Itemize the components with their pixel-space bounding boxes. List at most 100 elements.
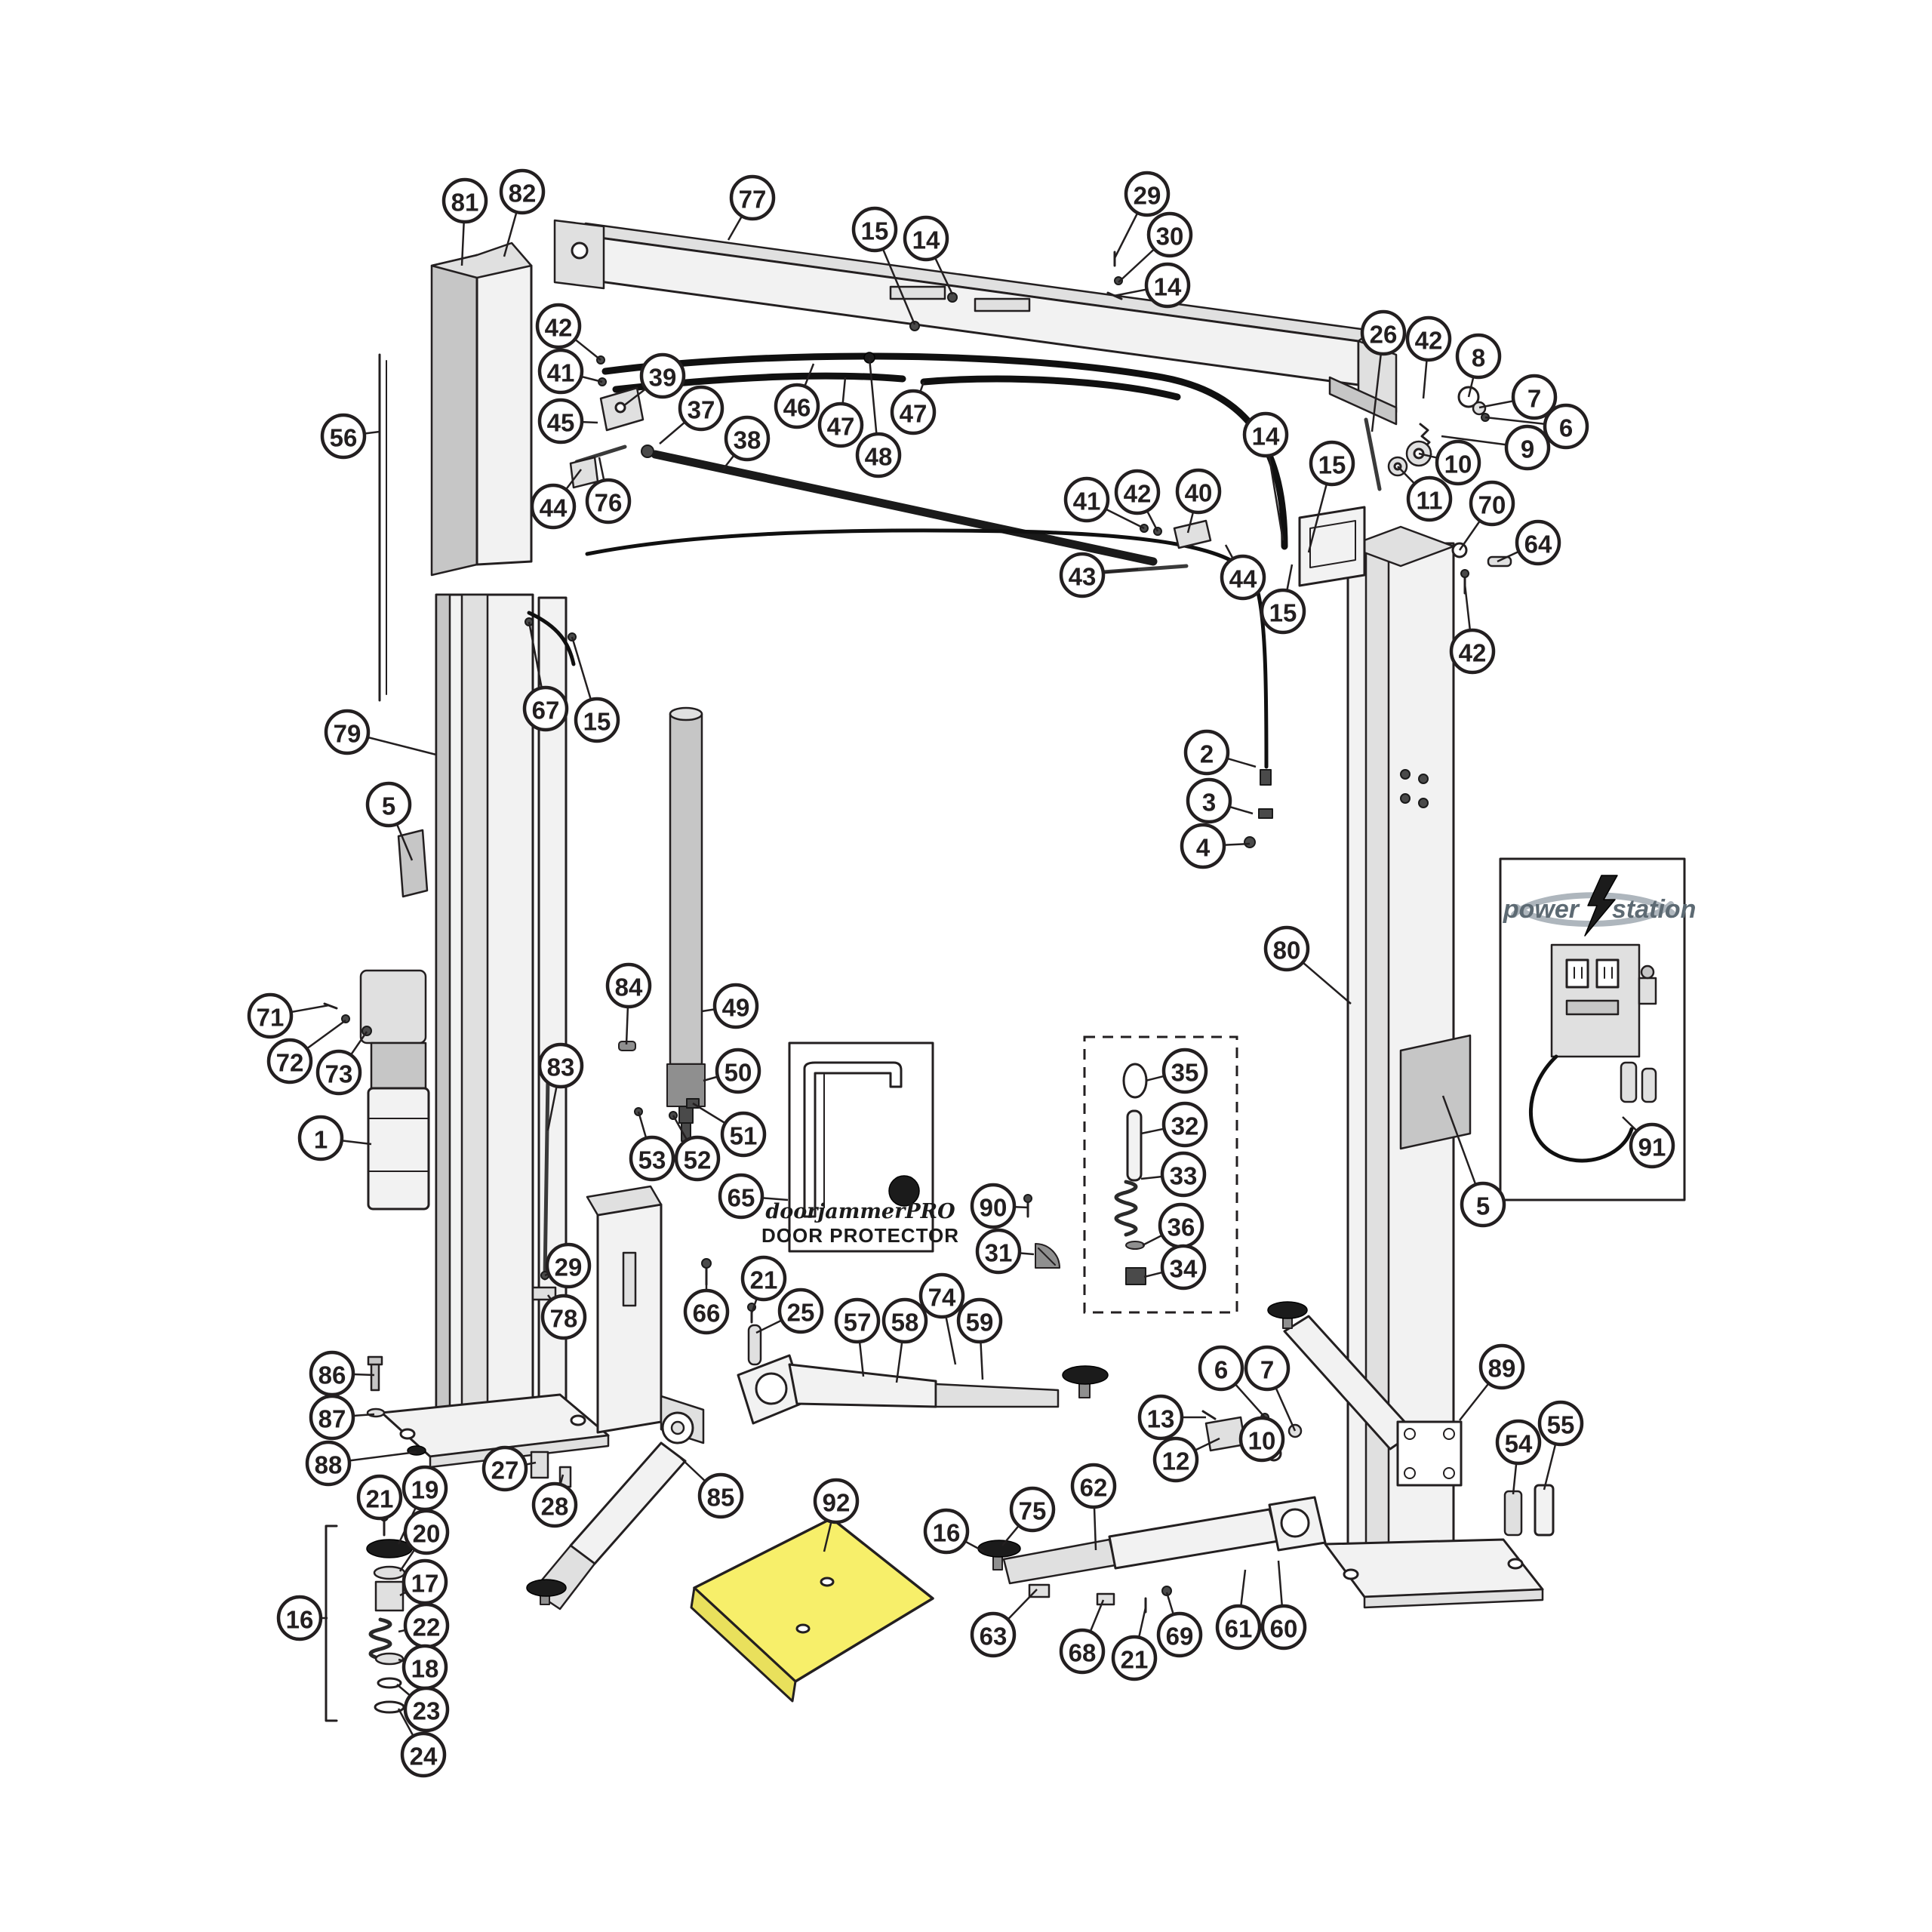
callout-number: 40	[1185, 479, 1213, 507]
callout-52: 52	[672, 1115, 721, 1182]
callout-balloon	[1198, 1345, 1244, 1392]
callout-balloon	[530, 483, 577, 530]
callout-number: 9	[1521, 435, 1534, 463]
callout-balloon	[537, 1042, 584, 1089]
callout-number: 13	[1147, 1405, 1175, 1433]
callout-balloon	[975, 1228, 1022, 1275]
callout-63: 63	[970, 1589, 1038, 1658]
callout-balloon	[1146, 211, 1193, 258]
callout-balloon	[970, 1611, 1017, 1658]
callout-balloon	[678, 385, 724, 432]
callout-86: 86	[309, 1350, 375, 1397]
floor-plate	[690, 1517, 934, 1703]
callout-number: 69	[1166, 1623, 1194, 1651]
callout-number: 86	[318, 1361, 346, 1389]
callout-number: 61	[1225, 1615, 1253, 1643]
callout-number: 82	[509, 180, 537, 208]
callout-43: 43	[1059, 552, 1139, 598]
door-protector-label: DOOR PROTECTOR	[761, 1224, 959, 1247]
callout-number: 85	[707, 1484, 735, 1512]
callout-number: 65	[728, 1184, 755, 1212]
callout-5: 5	[365, 781, 414, 861]
callout-83: 83	[537, 1042, 584, 1131]
callout-balloon	[1009, 1486, 1056, 1533]
callout-22: 22	[398, 1602, 450, 1649]
callout-14: 14	[1242, 411, 1289, 541]
callout-balloon	[1242, 411, 1289, 458]
callout-number: 8	[1472, 344, 1485, 372]
callout-number: 20	[413, 1520, 441, 1548]
callout-balloon	[1161, 1101, 1208, 1148]
callout-balloon	[403, 1509, 450, 1555]
callout-number: 37	[688, 396, 715, 424]
callout-balloon	[1059, 552, 1106, 598]
callout-balloon	[247, 992, 294, 1039]
callout-92: 92	[813, 1478, 860, 1552]
callout-7: 7	[1478, 374, 1558, 420]
callout-13: 13	[1137, 1394, 1206, 1441]
callout-8: 8	[1455, 333, 1502, 398]
callout-number: 49	[722, 994, 750, 1022]
callout-number: 73	[325, 1060, 353, 1088]
callout-balloon	[881, 1297, 928, 1344]
callout-number: 2	[1200, 740, 1214, 768]
callout-number: 7	[1527, 385, 1541, 413]
callout-89: 89	[1459, 1343, 1525, 1421]
callout-number: 60	[1270, 1615, 1298, 1643]
callout-number: 39	[649, 364, 677, 392]
callout-number: 74	[928, 1284, 956, 1312]
callout-balloon	[890, 389, 937, 435]
callout-72: 72	[266, 1019, 346, 1084]
callout-balloon	[1175, 468, 1222, 515]
callout-number: 18	[411, 1655, 439, 1683]
callout-number: 77	[739, 186, 767, 214]
callout-balloon	[531, 1481, 578, 1528]
callout-number: 15	[583, 708, 611, 736]
callout-balloon	[522, 685, 569, 732]
callout-80: 80	[1263, 925, 1352, 1004]
callout-balloon	[1515, 519, 1561, 566]
callout-65: 65	[718, 1173, 789, 1220]
callout-balloon	[441, 177, 488, 224]
callout-number: 42	[1415, 327, 1443, 355]
callout-number: 28	[541, 1493, 569, 1521]
callout-number: 12	[1162, 1447, 1190, 1475]
callout-number: 1	[314, 1126, 328, 1154]
callout-number: 42	[1124, 480, 1152, 508]
callout-balloon	[1449, 628, 1496, 675]
callout-balloon	[1495, 1419, 1542, 1466]
callout-number: 33	[1170, 1162, 1198, 1190]
callout-balloon	[305, 1440, 352, 1487]
callout-balloon	[365, 781, 412, 828]
callout-62: 62	[1070, 1463, 1117, 1551]
callout-17: 17	[399, 1558, 448, 1605]
callout-balloon	[499, 168, 546, 215]
callout-balloon	[1152, 1436, 1199, 1483]
callout-number: 51	[730, 1122, 758, 1150]
callout-balloon	[1469, 480, 1515, 527]
callout-number: 11	[1417, 487, 1443, 515]
callout-balloon	[1460, 1181, 1506, 1228]
doorjammer-script-label: doorjammerPRO	[765, 1200, 955, 1223]
callout-number: 43	[1069, 563, 1097, 591]
callout-balloon	[1111, 1635, 1158, 1681]
callout-3: 3	[1186, 777, 1254, 824]
callout-number: 62	[1080, 1474, 1108, 1502]
callout-balloon	[481, 1445, 528, 1492]
door-protector-card: doorjammerPRO DOOR PROTECTOR	[761, 1041, 959, 1253]
callout-number: 15	[1269, 599, 1297, 627]
callout-84: 84	[605, 962, 652, 1045]
callout-73: 73	[315, 1031, 368, 1096]
callout-56: 56	[320, 413, 380, 460]
callout-number: 68	[1069, 1639, 1097, 1667]
callout-number: 46	[783, 394, 811, 422]
callout-balloon	[1511, 374, 1558, 420]
callout-number: 29	[1134, 182, 1161, 210]
callout-41: 41	[537, 348, 603, 395]
hydraulic-cylinder	[666, 706, 706, 1142]
callout-balloon	[903, 215, 949, 262]
callout-74: 74	[918, 1272, 965, 1365]
callout-number: 58	[891, 1309, 919, 1337]
callout-26: 26	[1360, 309, 1407, 432]
